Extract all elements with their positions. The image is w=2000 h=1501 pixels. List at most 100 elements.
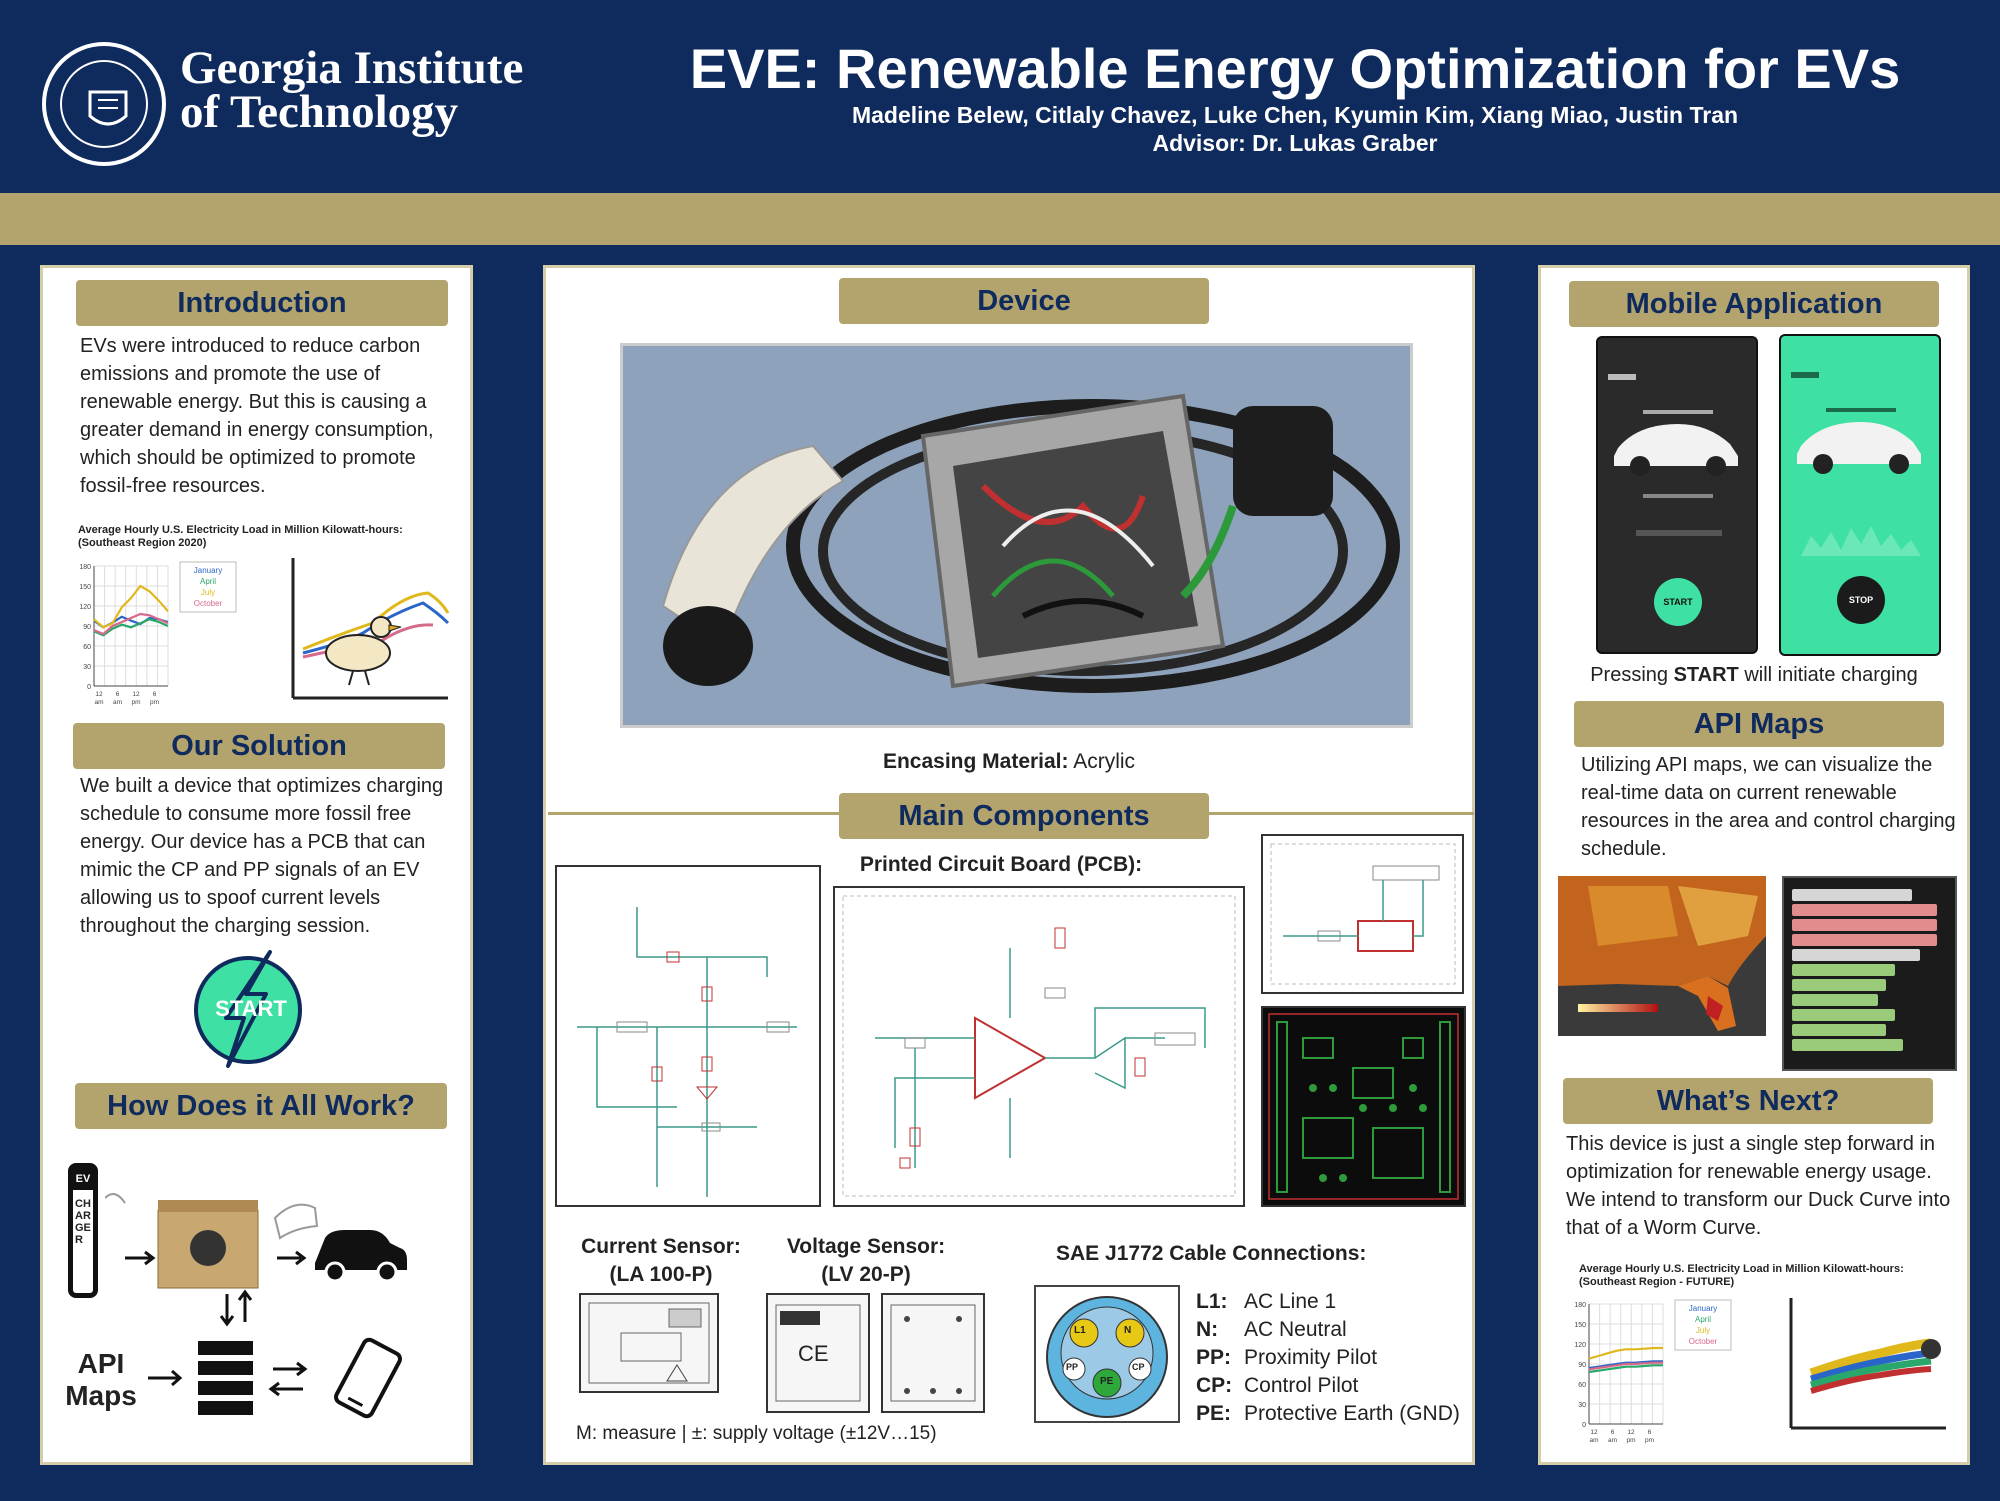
introduction-text: EVs were introduced to reduce carbon emi… [80,335,434,497]
y-tick-label: 150 [1574,1322,1586,1329]
intro-load-chart: 030609012015018012am6am12pm6pmJanuaryApr… [79,561,237,706]
gt-seal-logo [42,42,166,166]
x-tick-label-unit: pm [131,699,140,706]
x-tick-label-unit: pm [150,699,159,706]
next-chart-caption: Average Hourly U.S. Electricity Load in … [1579,1263,1904,1288]
api-json-response [1782,876,1957,1071]
y-tick-label: 90 [1578,1362,1586,1369]
j1772-connector-diagram: L1 N PP PE CP [1034,1285,1180,1423]
x-tick-label-unit: am [94,699,103,706]
current-sensor-label: Current Sensor: (LA 100-P) [581,1235,741,1286]
poster-authors: Madeline Belew, Citlaly Chavez, Luke Che… [851,102,1739,128]
x-tick-label-unit: am [113,699,122,706]
poster-advisor: Advisor: Dr. Lukas Graber [1152,130,1438,156]
phone-screen-home-charging: STOP [1779,334,1941,656]
cable-connections-heading: SAE J1772 Cable Connections: [1056,1242,1367,1265]
pin-legend-row: PP:Proximity Pilot [1196,1346,1378,1369]
y-tick-label: 120 [1574,1342,1586,1349]
x-tick-label: 6 [153,691,157,698]
poster-header: Georgia Institute of Technology EVE: Ren… [0,0,2000,193]
right-column: Mobile Application START STOP Pressing S… [1538,265,1970,1465]
x-tick-label: 12 [1627,1429,1635,1436]
legend-entry: July [201,588,215,597]
bidirectional-arrows-icon [219,1289,253,1327]
voltage-sensor-front: CE [766,1293,870,1413]
series-line-october [1588,1361,1663,1371]
x-tick-label: 12 [132,691,140,698]
device-heading: Device [839,278,1209,324]
start-button[interactable]: START [1654,578,1702,626]
device-photo [620,343,1413,728]
ev-charger-icon: EV CHARGER [68,1163,98,1298]
legend-entry: July [1696,1326,1710,1335]
main-components-heading: Main Components [839,793,1209,839]
whats-next-heading: What’s Next? [1563,1078,1933,1124]
schematic-connector [1261,834,1464,994]
pin-legend-row: L1:AC Line 1 [1196,1290,1337,1313]
y-tick-label: 180 [79,564,91,571]
schematic-opamp-ground-to-cp [833,886,1245,1207]
start-label: START [215,996,287,1021]
y-tick-label: 0 [1582,1422,1586,1429]
series-line-july [93,584,169,629]
our-solution-text: We built a device that optimizes chargin… [80,775,444,937]
api-server-phone-flow [148,1337,402,1419]
poster-title: EVE: Renewable Energy Optimization for E… [689,37,1901,100]
worm-curve-illustration [1789,1298,1946,1430]
whats-next-text: This device is just a single step forwar… [1566,1133,1951,1239]
api-maps-heading: API Maps [1574,701,1944,747]
y-tick-label: 120 [79,604,91,611]
x-tick-label: 12 [1590,1429,1598,1436]
legend-entry: January [1689,1304,1717,1313]
voltage-sensor-back [881,1293,985,1413]
stop-button[interactable]: STOP [1837,576,1885,624]
svg-text:CE: CE [798,1341,829,1366]
y-tick-label: 90 [83,624,91,631]
header-accent-bar [0,193,2000,245]
series-line-april [93,618,169,637]
api-maps-label: API Maps [65,1348,137,1411]
sensor-note: M: measure | ±: supply voltage (±12V…15) [576,1423,937,1444]
current-sensor-diagram [579,1293,719,1393]
y-tick-label: 30 [1578,1402,1586,1409]
x-tick-label-unit: am [1589,1437,1598,1444]
future-load-chart: 030609012015018012am6am12pm6pmJanuaryApr… [1574,1299,1732,1444]
x-tick-label: 6 [1611,1429,1615,1436]
series-line-april [1588,1364,1663,1374]
legend-entry: April [200,577,216,586]
y-tick-label: 180 [1574,1302,1586,1309]
pin-legend-row: CP:Control Pilot [1196,1374,1359,1397]
series-line-july [1588,1346,1663,1360]
x-tick-label: 12 [95,691,103,698]
x-tick-label: 6 [116,691,120,698]
how-it-works-flow [105,1193,407,1289]
x-tick-label-unit: am [1608,1437,1617,1444]
legend-entry: October [194,599,223,608]
mobile-caption: Pressing START will initiate charging [1590,664,1918,686]
pcb-layout-render [1261,1006,1466,1207]
chart-legend [179,561,237,613]
renewable-map [1558,876,1766,1036]
pcb-label: Printed Circuit Board (PCB): [859,853,1143,876]
y-tick-label: 60 [1578,1382,1586,1389]
y-tick-label: 150 [79,584,91,591]
pin-legend-row: PE:Protective Earth (GND) [1196,1402,1460,1425]
our-solution-heading: Our Solution [73,723,445,769]
schematic-cp-to-ground [555,865,821,1207]
start-lightning-icon: START [188,948,318,1068]
x-tick-label: 6 [1648,1429,1652,1436]
intro-chart-caption: Average Hourly U.S. Electricity Load in … [78,524,403,549]
legend-entry: October [1689,1337,1718,1346]
chart-legend [1674,1299,1732,1351]
legend-entry: January [194,566,222,575]
series-line-january [1588,1360,1663,1370]
series-line-october [93,612,169,636]
pin-legend: L1:AC Line 1 N:AC Neutral PP:Proximity P… [1196,1288,1466,1428]
y-tick-label: 60 [83,644,91,651]
voltage-sensor-label: Voltage Sensor: (LV 20-P) [786,1235,946,1286]
mobile-application-heading: Mobile Application [1569,281,1939,327]
y-tick-label: 30 [83,664,91,671]
y-tick-label: 0 [87,684,91,691]
introduction-heading: Introduction [76,280,448,326]
how-it-works-heading: How Does it All Work? [75,1083,447,1129]
